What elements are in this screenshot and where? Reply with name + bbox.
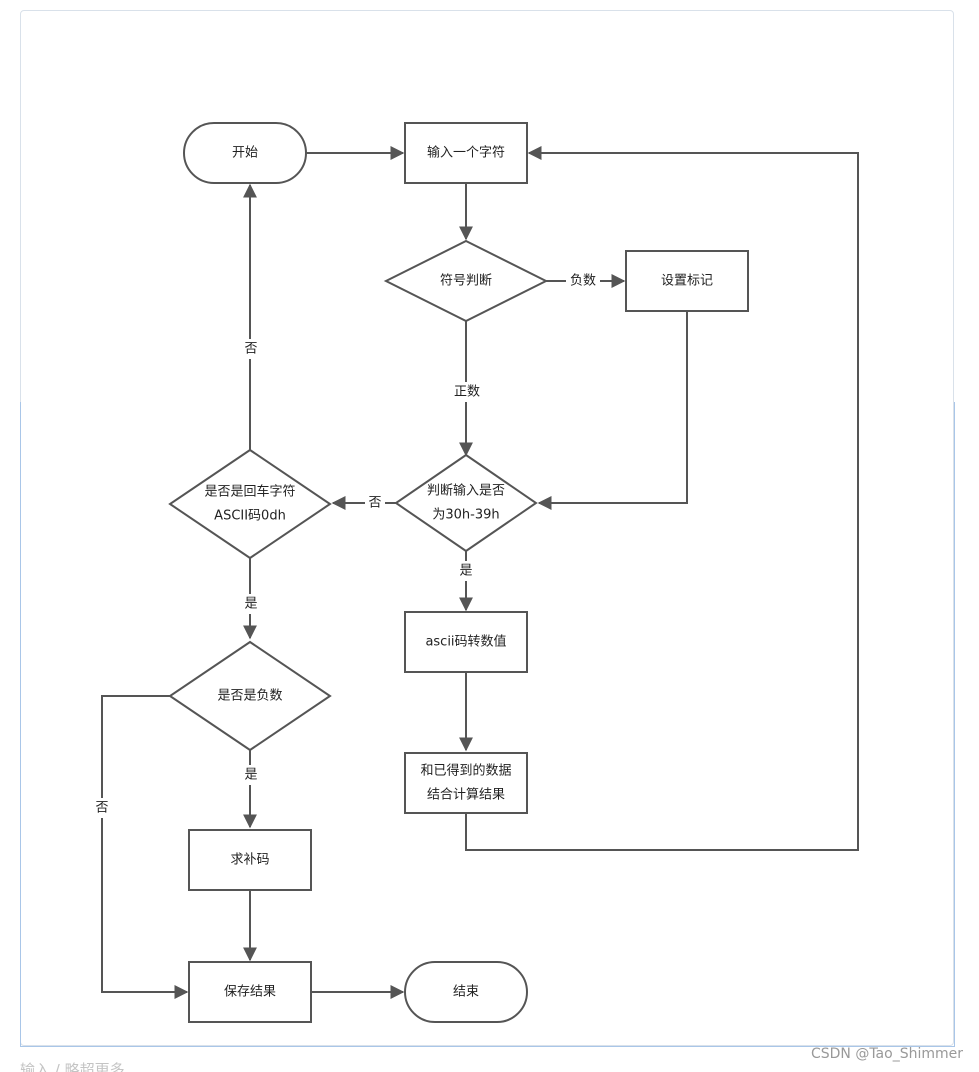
frame-left-edge [20, 402, 21, 1047]
edges-layer [101, 146, 859, 999]
node-shape-enter [168, 448, 332, 560]
edge-label-bg-negative-complement [241, 765, 261, 785]
node-label-end-0: 结束 [453, 985, 479, 1000]
edge-label-negative-save: 否 [95, 801, 108, 816]
node-complement: 求补码 [188, 829, 312, 891]
node-end: 结束 [404, 961, 528, 1023]
node-label-input-0: 输入一个字符 [427, 145, 505, 161]
node-convert: ascii码转数值 [404, 611, 528, 673]
node-label-combine-1: 结合计算结果 [427, 788, 505, 803]
node-shape-convert [404, 611, 528, 673]
node-shape-save [188, 961, 312, 1023]
edge-label-bg-enter-start [241, 339, 261, 359]
edge-label-enter-start: 否 [244, 342, 257, 357]
edge-label-range-convert: 是 [459, 564, 472, 579]
node-shape-combine [404, 752, 528, 814]
edge-label-bg-enter-negative [241, 594, 261, 614]
edge-label-sign-range: 正数 [454, 385, 480, 400]
node-negative: 是否是负数 [168, 640, 332, 752]
edge-label-bg-sign-range [450, 382, 484, 402]
node-label-convert-0: ascii码转数值 [425, 634, 506, 650]
edge-label-sign-setflag: 负数 [570, 274, 596, 289]
node-label-negative-0: 是否是负数 [217, 689, 282, 704]
node-label-combine-0: 和已得到的数据 [420, 763, 511, 779]
node-shape-complement [188, 829, 312, 891]
node-save: 保存结果 [188, 961, 312, 1023]
node-label-save-0: 保存结果 [224, 985, 276, 1000]
edge-label-range-enter: 否 [368, 496, 381, 511]
edge-label-negative-complement: 是 [244, 768, 257, 783]
frame-right-edge [954, 402, 955, 1047]
edge-negative-save [101, 695, 189, 999]
frame-bottom-edge [20, 1046, 954, 1047]
edge-label-bg-range-enter [365, 493, 385, 513]
csdn-watermark: CSDN @Tao_Shimmer [810, 1046, 963, 1062]
edge-label-enter-negative: 是 [244, 597, 257, 612]
edge-setflag-range [537, 311, 688, 510]
node-label-enter-1: ASCII码0dh [214, 509, 286, 524]
node-label-enter-0: 是否是回车字符 [204, 484, 295, 500]
node-shape-end [404, 961, 528, 1023]
edge-label-bg-range-convert [456, 561, 476, 581]
edge-label-bg-sign-setflag [566, 271, 600, 291]
node-sign: 符号判断 [383, 239, 549, 323]
node-label-start-0: 开始 [232, 146, 258, 161]
node-shape-setflag [625, 250, 749, 312]
node-label-setflag-0: 设置标记 [661, 274, 713, 289]
node-label-complement-0: 求补码 [230, 853, 269, 868]
node-shape-range [394, 453, 538, 553]
node-setflag: 设置标记 [625, 250, 749, 312]
edge-label-bg-negative-save [92, 798, 112, 818]
node-enter: 是否是回车字符 ASCII码0dh [168, 448, 332, 560]
node-label-sign-0: 符号判断 [440, 273, 492, 289]
node-input: 输入一个字符 [404, 122, 528, 184]
node-shape-input [404, 122, 528, 184]
node-label-range-0: 判断输入是否 [427, 483, 505, 499]
bottom-hint-text: 输入 / 略超更多 [20, 1062, 125, 1072]
node-shape-negative [168, 640, 332, 752]
node-shape-sign [383, 239, 549, 323]
edge-combine-input [465, 146, 859, 851]
node-shape-start [183, 122, 307, 184]
node-label-range-1: 为30h-39h [432, 508, 499, 523]
node-start: 开始 [183, 122, 307, 184]
